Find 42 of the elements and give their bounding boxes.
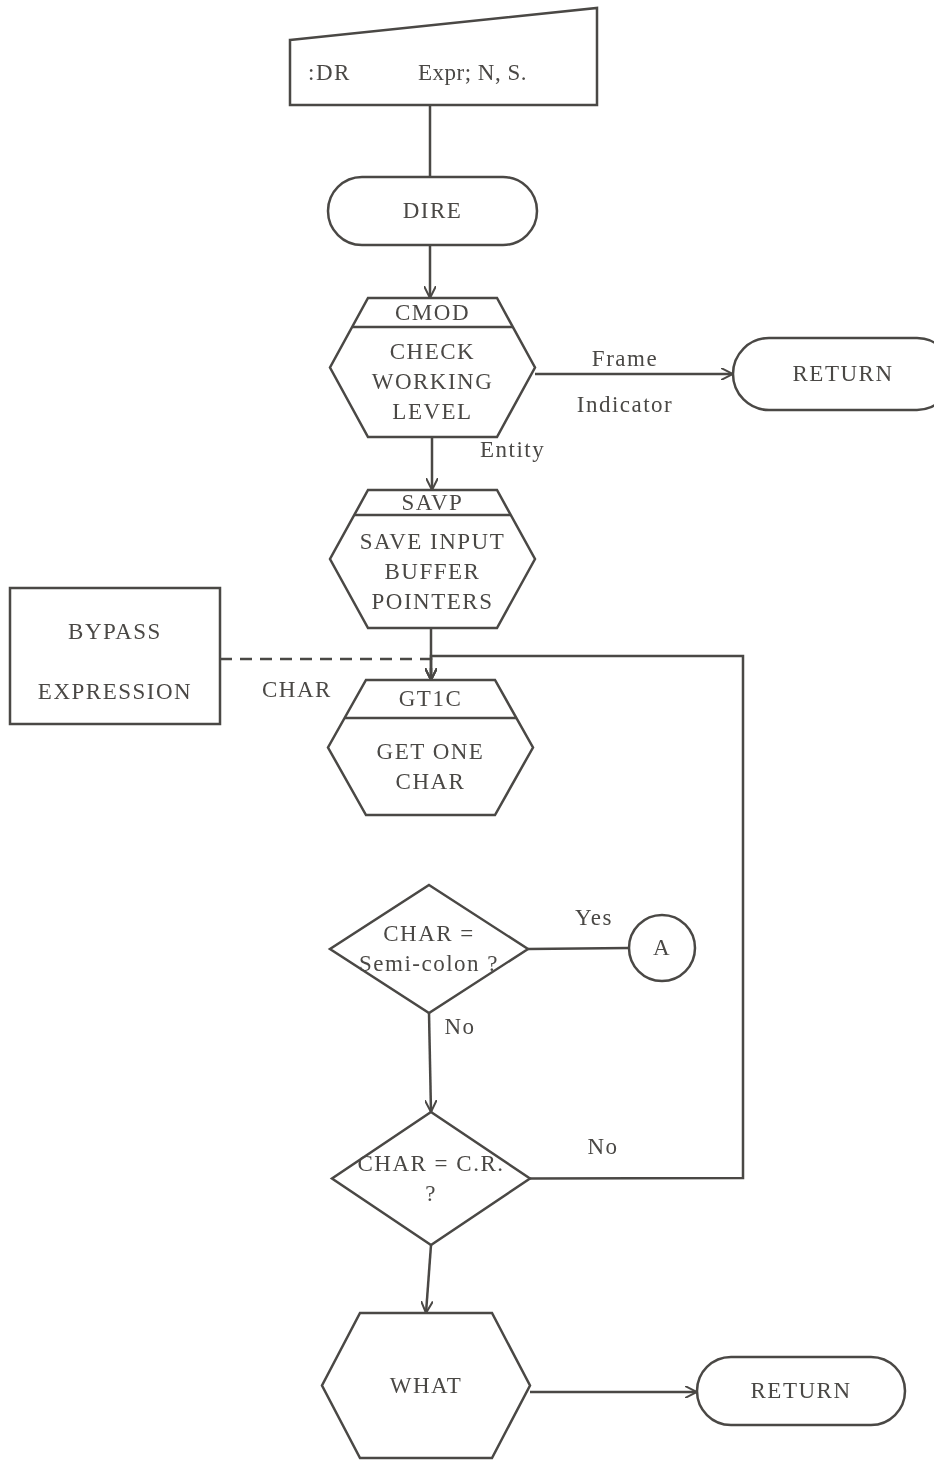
edge-label: No bbox=[444, 1015, 476, 1039]
node-caption: CHAR bbox=[262, 678, 332, 702]
node-text: CHECK WORKING LEVEL bbox=[370, 338, 495, 426]
node-text: CHAR = Semi-colon ? bbox=[358, 920, 500, 978]
node-text: RETURN bbox=[791, 360, 895, 388]
edge-label: Yes bbox=[575, 906, 613, 930]
arrow bbox=[423, 1012, 438, 1113]
node-text: CHAR = C.R. ? bbox=[356, 1149, 506, 1208]
node-text: WHAT bbox=[388, 1371, 464, 1400]
node-text: BYPASS EXPRESSION bbox=[36, 618, 194, 706]
process-box bbox=[10, 588, 220, 724]
node-text: CMOD bbox=[394, 298, 471, 327]
arrow bbox=[530, 1385, 698, 1399]
edge-label: No bbox=[587, 1135, 619, 1159]
connector-line bbox=[528, 946, 629, 951]
arrow bbox=[423, 245, 437, 299]
subroutine-hexagon bbox=[330, 298, 535, 437]
node-text: DIRE bbox=[401, 197, 464, 225]
connector-circle bbox=[629, 915, 695, 981]
terminal-shape bbox=[697, 1357, 905, 1425]
terminal-shape bbox=[328, 177, 537, 245]
node-text: SAVP bbox=[400, 488, 465, 517]
node-text: GT1C bbox=[397, 685, 464, 713]
arrow bbox=[424, 654, 745, 1180]
node-text: RETURN bbox=[749, 1377, 853, 1405]
decision-diamond bbox=[330, 885, 528, 1013]
node-text: GET ONE CHAR bbox=[375, 737, 486, 796]
edge-label: Entity bbox=[480, 438, 546, 462]
arrow bbox=[425, 437, 439, 491]
decision-diamond bbox=[332, 1112, 530, 1245]
manual-input-shape bbox=[290, 8, 597, 105]
node-text: :DR bbox=[308, 59, 352, 87]
arrow bbox=[419, 1244, 434, 1314]
connector-line bbox=[428, 105, 432, 177]
node-text: Expr; N, S. bbox=[418, 59, 528, 87]
arrow bbox=[535, 367, 734, 381]
terminal-shape bbox=[733, 338, 934, 410]
edge-label: Frame Indicator bbox=[575, 345, 675, 419]
subroutine-hexagon bbox=[330, 490, 535, 628]
node-text: SAVE INPUT BUFFER POINTERS bbox=[358, 527, 507, 616]
node-text: A bbox=[651, 934, 673, 962]
hexagon-shape bbox=[322, 1313, 530, 1458]
